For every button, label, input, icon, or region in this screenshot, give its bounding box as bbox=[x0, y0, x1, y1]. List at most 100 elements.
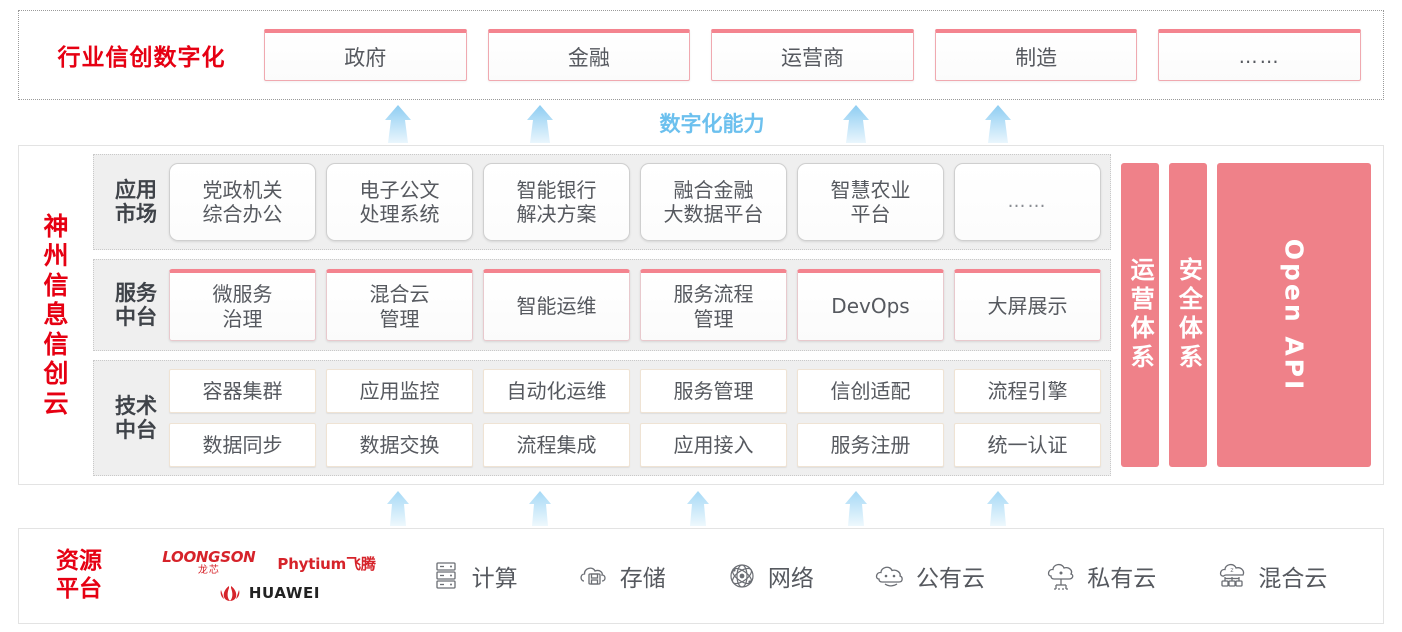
up-arrow-icon bbox=[675, 487, 721, 527]
app-card-finance-bigdata[interactable]: 融合金融大数据平台 bbox=[640, 163, 787, 241]
resource-item-private-cloud[interactable]: 私有云 bbox=[1044, 559, 1156, 593]
cloud-title-char: 州 bbox=[43, 241, 69, 271]
hybrid-cloud-icon: z bbox=[1215, 559, 1249, 593]
cloud-title-char: 神 bbox=[43, 211, 69, 241]
cloud-title-char: 信 bbox=[43, 270, 69, 300]
tech-card-container-cluster[interactable]: 容器集群 bbox=[169, 369, 316, 413]
resource-item-label: 混合云 bbox=[1258, 566, 1328, 592]
loongson-logo-text: LOONGSON bbox=[162, 548, 256, 566]
industry-title: 行业信创数字化 bbox=[57, 45, 226, 71]
up-arrow-icon bbox=[975, 104, 1021, 144]
resource-platform-title: 资源 平台 bbox=[56, 548, 102, 602]
resource-item-label: 私有云 bbox=[1087, 566, 1157, 592]
app-card-smart-bank[interactable]: 智能银行解决方案 bbox=[483, 163, 630, 241]
resource-item-hybrid-cloud[interactable]: z 混合云 bbox=[1215, 559, 1327, 593]
resource-item-label: 网络 bbox=[767, 566, 814, 592]
huawei-petal-icon bbox=[218, 584, 242, 602]
cloud-title-char: 创 bbox=[43, 359, 69, 389]
app-card-more[interactable]: …… bbox=[954, 163, 1101, 241]
technical-platform-items: 容器集群 应用监控 自动化运维 服务管理 信创适配 流程引擎 数据同步 数据交换… bbox=[169, 369, 1101, 467]
band-label-technical-platform: 技术 中台 bbox=[115, 393, 157, 442]
tech-card-app-access[interactable]: 应用接入 bbox=[640, 423, 787, 467]
resource-item-label: 存储 bbox=[619, 566, 666, 592]
resource-item-label: 公有云 bbox=[916, 566, 986, 592]
industry-box-telecom[interactable]: 运营商 bbox=[711, 29, 914, 81]
resource-item-compute[interactable]: 计算 bbox=[429, 559, 518, 593]
tech-card-data-exchange[interactable]: 数据交换 bbox=[326, 423, 473, 467]
up-arrow-icon bbox=[833, 104, 879, 144]
application-market-items: 党政机关综合办公 电子公文处理系统 智能银行解决方案 融合金融大数据平台 智慧农 bbox=[169, 163, 1101, 241]
phytium-logo: Phytium飞腾 bbox=[277, 554, 376, 573]
pillar-label: Open API bbox=[1279, 238, 1309, 392]
tech-card-service-registry[interactable]: 服务注册 bbox=[797, 423, 944, 467]
resource-item-list: 计算 存储 bbox=[399, 559, 1383, 593]
service-card-microservice-governance[interactable]: 微服务治理 bbox=[169, 269, 316, 341]
resource-arrow-row bbox=[0, 485, 1402, 527]
resource-platform-block: 资源 平台 LOONGSON 龙芯 Phytium飞腾 HUAWEI bbox=[18, 528, 1384, 624]
app-card-edocument-system[interactable]: 电子公文处理系统 bbox=[326, 163, 473, 241]
tech-card-data-sync[interactable]: 数据同步 bbox=[169, 423, 316, 467]
pillar-label: 安全体系 bbox=[1174, 257, 1203, 373]
private-cloud-icon bbox=[1044, 559, 1078, 593]
network-mesh-icon bbox=[725, 559, 759, 593]
industry-box-manufacturing[interactable]: 制造 bbox=[934, 29, 1138, 81]
band-application-market: 应用 市场 党政机关综合办公 电子公文处理系统 智能银行解决方案 bbox=[93, 154, 1111, 250]
cloud-title-char: 云 bbox=[43, 388, 69, 418]
loongson-logo: LOONGSON 龙芯 bbox=[162, 550, 255, 576]
service-card-hybrid-cloud-management[interactable]: 混合云管理 bbox=[326, 269, 473, 341]
industry-band: 行业信创数字化 政府 金融 运营商 制造 …… bbox=[18, 10, 1384, 100]
service-card-intelligent-ops[interactable]: 智能运维 bbox=[483, 269, 630, 341]
tech-card-unified-auth[interactable]: 统一认证 bbox=[954, 423, 1101, 467]
app-card-government-office[interactable]: 党政机关综合办公 bbox=[169, 163, 316, 241]
band-service-platform: 服务 中台 微服务治理 混合云管理 智能运维 bbox=[93, 259, 1111, 351]
huawei-logo-text: HUAWEI bbox=[248, 584, 321, 602]
cloud-platform-title: 神 州 信 息 信 创 云 bbox=[19, 146, 93, 484]
industry-box-government[interactable]: 政府 bbox=[264, 29, 467, 81]
band-label-application-market: 应用 市场 bbox=[115, 177, 157, 226]
tech-card-process-integration[interactable]: 流程集成 bbox=[483, 423, 630, 467]
resource-item-label: 计算 bbox=[471, 566, 518, 592]
industry-box-list: 政府 金融 运营商 制造 …… bbox=[264, 29, 1383, 81]
resource-item-public-cloud[interactable]: 公有云 bbox=[873, 559, 985, 593]
cloud-title-char: 息 bbox=[43, 300, 69, 330]
service-card-service-process-management[interactable]: 服务流程管理 bbox=[640, 269, 787, 341]
resource-item-storage[interactable]: 存储 bbox=[577, 559, 666, 593]
capability-arrow-row: 数字化能力 bbox=[0, 102, 1402, 144]
technical-row-2: 数据同步 数据交换 流程集成 应用接入 服务注册 统一认证 bbox=[169, 423, 1101, 467]
vendor-logo-row-2: HUAWEI bbox=[218, 584, 320, 602]
tech-card-service-management[interactable]: 服务管理 bbox=[640, 369, 787, 413]
huawei-logo: HUAWEI bbox=[218, 584, 320, 602]
pillar-security-system[interactable]: 安全体系 bbox=[1169, 163, 1208, 467]
tech-card-xinchuang-adaptation[interactable]: 信创适配 bbox=[797, 369, 944, 413]
band-label-service-platform: 服务 中台 bbox=[115, 280, 157, 329]
industry-box-more[interactable]: …… bbox=[1158, 29, 1361, 81]
cloud-body: 应用 市场 党政机关综合办公 电子公文处理系统 智能银行解决方案 bbox=[93, 146, 1383, 484]
up-arrow-icon bbox=[375, 487, 421, 527]
loongson-logo-subtext: 龙芯 bbox=[197, 565, 220, 576]
vendor-logo-row-1: LOONGSON 龙芯 Phytium飞腾 bbox=[162, 550, 376, 576]
cloud-platform-block: 神 州 信 息 信 创 云 应用 市场 党政机关综合办公 bbox=[18, 145, 1384, 485]
tech-card-process-engine[interactable]: 流程引擎 bbox=[954, 369, 1101, 413]
up-arrow-icon bbox=[833, 487, 879, 527]
server-rack-icon bbox=[429, 559, 463, 593]
tech-card-automated-ops[interactable]: 自动化运维 bbox=[483, 369, 630, 413]
cloud-storage-icon bbox=[577, 559, 611, 593]
resource-item-network[interactable]: 网络 bbox=[725, 559, 814, 593]
service-platform-items: 微服务治理 混合云管理 智能运维 服务流程管理 DevOps bbox=[169, 269, 1101, 341]
app-card-smart-agriculture[interactable]: 智慧农业平台 bbox=[797, 163, 944, 241]
capability-label: 数字化能力 bbox=[659, 112, 765, 136]
pillar-open-api[interactable]: Open API bbox=[1217, 163, 1372, 467]
band-technical-platform: 技术 中台 容器集群 应用监控 自动化运维 服务管理 信创适配 流程引擎 bbox=[93, 360, 1111, 476]
up-arrow-icon bbox=[517, 104, 563, 144]
cloud-title-char: 信 bbox=[43, 329, 69, 359]
service-card-devops[interactable]: DevOps bbox=[797, 269, 944, 341]
public-cloud-icon bbox=[873, 559, 907, 593]
cloud-pillars: 运营体系 安全体系 Open API bbox=[1121, 154, 1372, 476]
industry-box-finance[interactable]: 金融 bbox=[487, 29, 691, 81]
svg-text:z: z bbox=[1231, 567, 1234, 574]
pillar-operations-system[interactable]: 运营体系 bbox=[1121, 163, 1160, 467]
tech-card-app-monitoring[interactable]: 应用监控 bbox=[326, 369, 473, 413]
service-card-large-screen-display[interactable]: 大屏展示 bbox=[954, 269, 1101, 341]
vendor-logos: LOONGSON 龙芯 Phytium飞腾 HUAWEI bbox=[139, 550, 399, 603]
